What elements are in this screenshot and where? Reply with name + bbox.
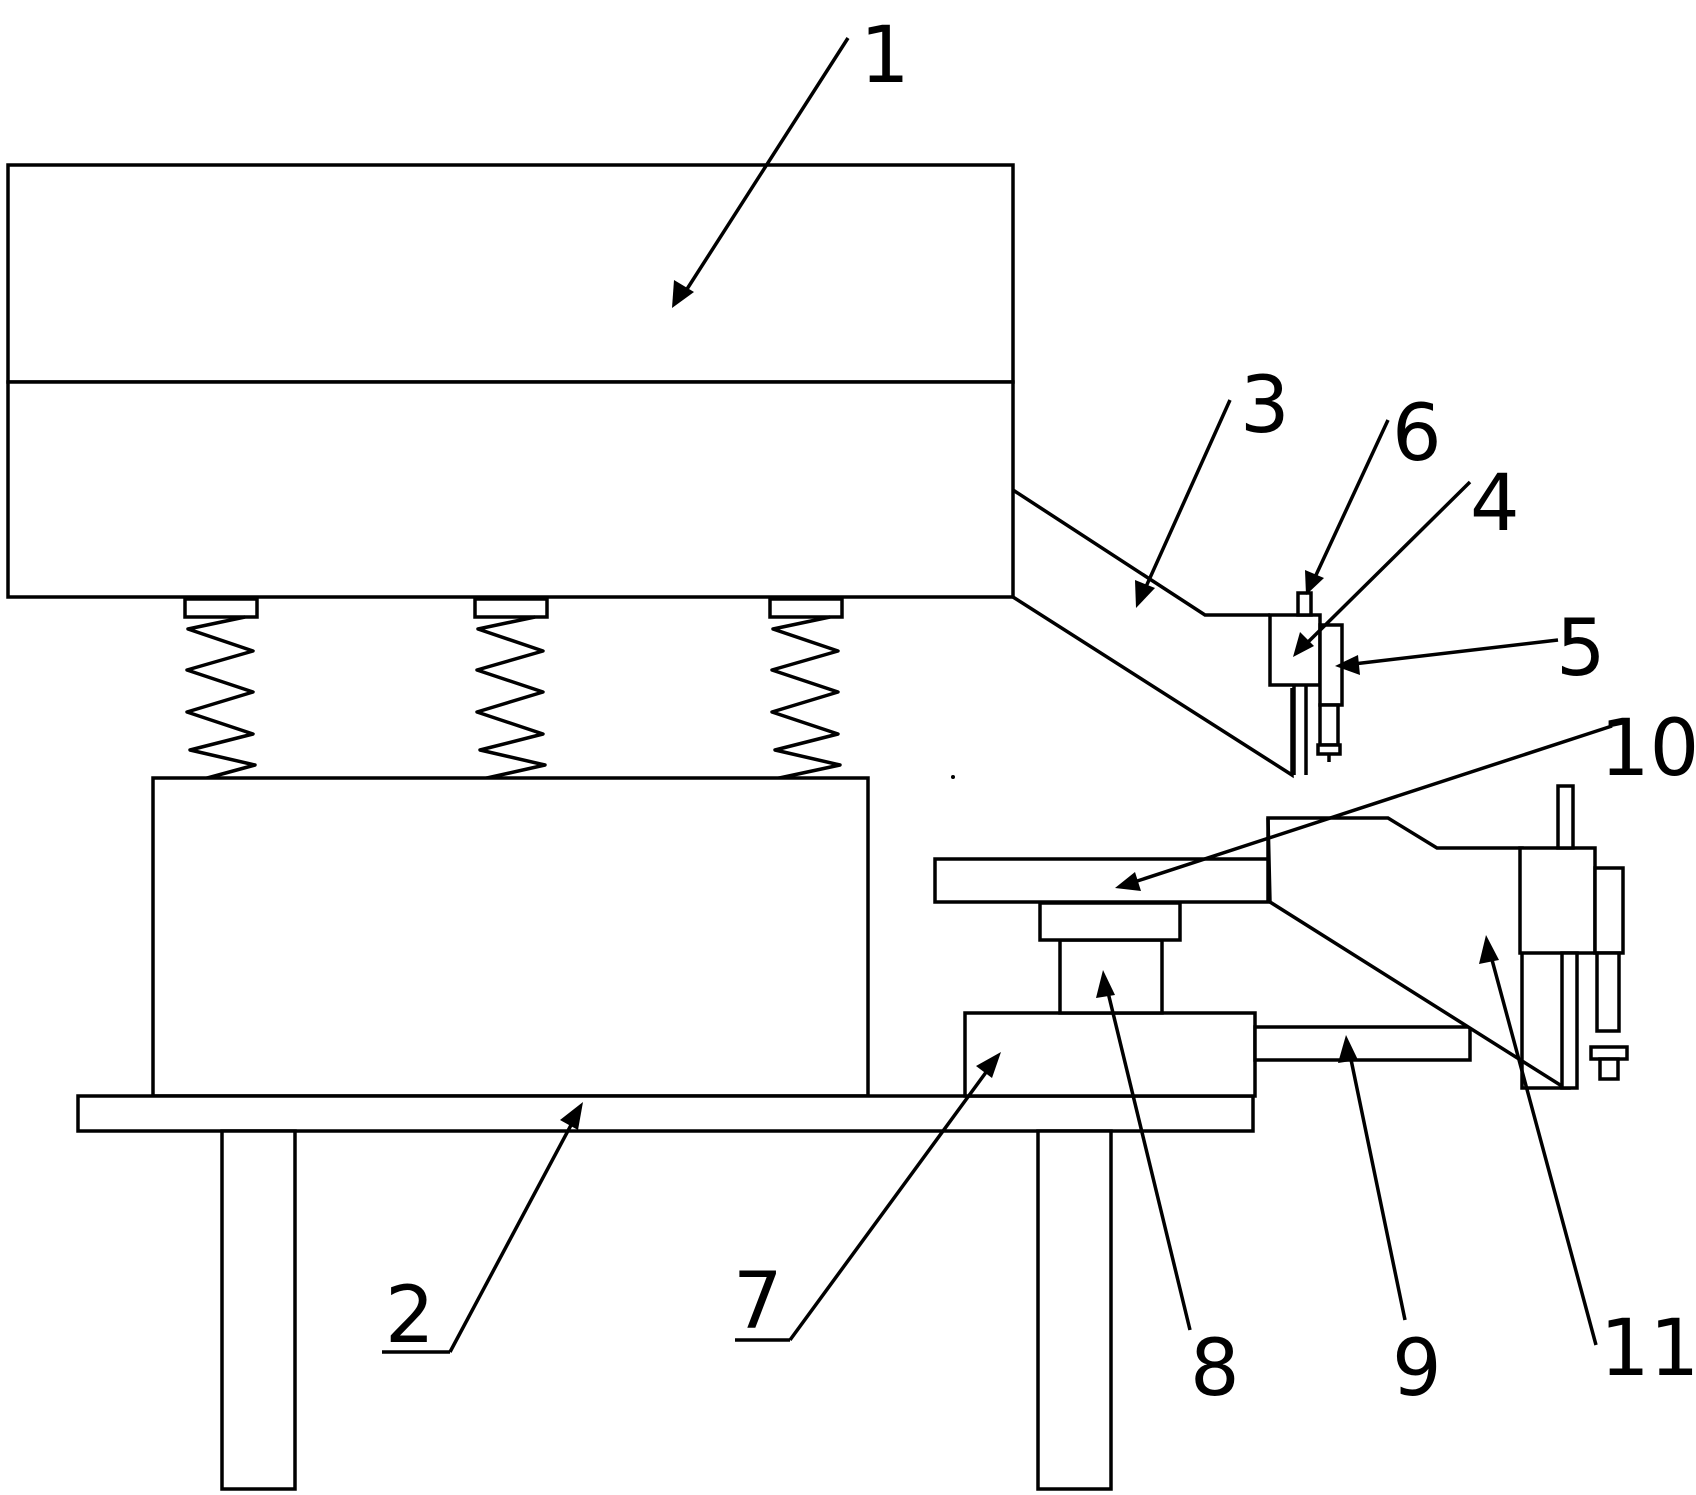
upper-clamp-piston bbox=[1318, 703, 1340, 747]
upper-clamp-fixture bbox=[1268, 591, 1344, 775]
stray-dot bbox=[951, 775, 955, 779]
upper-chute-bottom-edge bbox=[1012, 595, 1294, 779]
callout-7: 7 bbox=[733, 1257, 783, 1347]
table-leg-left bbox=[220, 1129, 297, 1491]
conveying-platform bbox=[933, 857, 1272, 904]
leader-1 bbox=[678, 37, 850, 301]
leader-2 bbox=[448, 1111, 580, 1353]
lower-clamp-screw bbox=[1598, 1057, 1620, 1081]
upper-clamp-nut bbox=[1316, 743, 1342, 756]
leader-4 bbox=[1298, 480, 1472, 652]
leader-6 bbox=[1308, 419, 1390, 589]
leader-8 bbox=[1103, 979, 1192, 1331]
leader-9-arrowhead bbox=[1338, 1035, 1358, 1063]
upper-clamp-pin bbox=[1296, 591, 1313, 617]
support-column-flange bbox=[1038, 901, 1182, 942]
callout-1: 1 bbox=[860, 11, 910, 101]
leader-8-arrowhead bbox=[1096, 970, 1115, 998]
leader-3 bbox=[1138, 399, 1232, 601]
connecting-arm bbox=[1253, 1025, 1472, 1062]
spring-set bbox=[183, 597, 844, 782]
leader-5 bbox=[1344, 638, 1559, 667]
leader-11-arrowhead bbox=[1479, 935, 1499, 964]
leader-lines bbox=[382, 37, 1613, 1354]
leader-1-arrowhead bbox=[672, 280, 694, 308]
upper-chute-top-edge bbox=[1012, 488, 1270, 617]
leader-7 bbox=[788, 1058, 997, 1342]
table-top bbox=[76, 1094, 1255, 1133]
lower-clamp-cylinder-housing bbox=[1593, 866, 1625, 955]
upper-body bbox=[6, 163, 1015, 599]
lower-clamp-piston bbox=[1595, 951, 1621, 1033]
lower-clamp-fixture bbox=[1518, 784, 1629, 1090]
leader-4-arrowhead bbox=[1293, 632, 1314, 657]
spring-middle bbox=[475, 615, 547, 782]
table bbox=[76, 1094, 1255, 1491]
callout-3: 3 bbox=[1240, 361, 1290, 451]
upper-body-bottom-block bbox=[6, 380, 1015, 599]
callout-2: 2 bbox=[385, 1271, 435, 1361]
lower-chute bbox=[1266, 816, 1572, 1090]
lower-clamp-nut bbox=[1589, 1045, 1629, 1061]
callout-5: 5 bbox=[1556, 604, 1606, 694]
leader-11 bbox=[1486, 944, 1598, 1346]
table-leg-right bbox=[1036, 1129, 1113, 1491]
lower-clamp-rod bbox=[1560, 951, 1579, 1090]
spring-right bbox=[769, 615, 842, 782]
callout-10: 10 bbox=[1600, 704, 1696, 794]
lower-clamp-pin bbox=[1556, 784, 1575, 850]
leader-10 bbox=[1124, 724, 1613, 887]
spring-cap-left bbox=[183, 597, 259, 619]
leader-5-arrowhead bbox=[1335, 655, 1360, 675]
callout-9: 9 bbox=[1392, 1324, 1442, 1414]
leader-6-arrowhead bbox=[1305, 570, 1324, 595]
leader-7-arrowhead bbox=[976, 1052, 1001, 1078]
spring-left bbox=[185, 615, 257, 782]
callout-11: 11 bbox=[1600, 1304, 1696, 1394]
spring-cap-right bbox=[768, 597, 844, 619]
lower-base-block bbox=[151, 776, 870, 1098]
drive-base-unit bbox=[963, 1011, 1257, 1098]
lower-clamp-block bbox=[1518, 846, 1597, 955]
leader-9 bbox=[1346, 1044, 1407, 1321]
callout-4: 4 bbox=[1470, 459, 1520, 549]
lower-chute-body bbox=[1266, 816, 1572, 1090]
leader-3-arrowhead bbox=[1135, 580, 1155, 608]
upper-chute bbox=[1012, 488, 1294, 779]
leader-2-arrowhead bbox=[560, 1102, 583, 1130]
upper-body-top-block bbox=[6, 163, 1015, 384]
callout-labels: 1 2 3 4 5 6 7 8 9 10 11 bbox=[385, 11, 1696, 1414]
support-column bbox=[1038, 901, 1182, 1015]
spring-cap-middle bbox=[473, 597, 549, 619]
callout-8: 8 bbox=[1190, 1324, 1240, 1414]
callout-6: 6 bbox=[1392, 389, 1442, 479]
leader-10-arrowhead bbox=[1115, 872, 1141, 891]
